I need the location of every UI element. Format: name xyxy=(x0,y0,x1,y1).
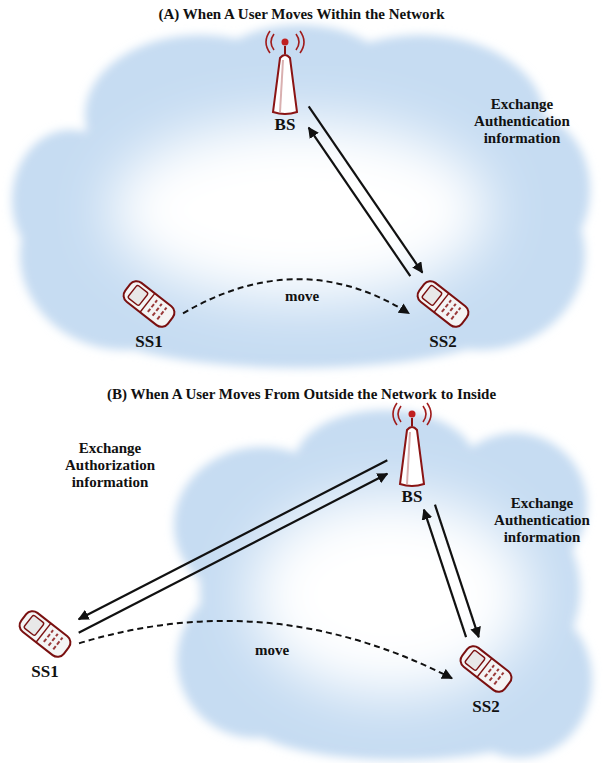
panel-title: (A) When A User Moves Within the Network xyxy=(0,6,603,23)
exchange-arrow xyxy=(309,106,423,272)
station-label: SS1 xyxy=(118,333,180,352)
station-label: BS xyxy=(390,488,434,507)
subscriber-station: SS2 xyxy=(455,640,517,717)
station-label: SS2 xyxy=(455,698,517,717)
network-cloud-a xyxy=(12,25,590,368)
subscriber-station: SS2 xyxy=(412,275,474,352)
panel-title: (B) When A User Moves From Outside the N… xyxy=(0,386,603,403)
base-station-icon xyxy=(390,402,434,488)
station-label: SS1 xyxy=(14,663,76,682)
base-station-icon xyxy=(263,30,307,116)
phone-icon xyxy=(412,275,474,333)
exchange-arrow xyxy=(309,128,411,277)
move-arrow xyxy=(183,279,409,313)
exchange-arrow xyxy=(435,505,479,637)
edge-label: Exchange Authentication information xyxy=(488,495,596,545)
move-arrow xyxy=(79,621,452,678)
station-label: BS xyxy=(263,116,307,135)
subscriber-station: SS1 xyxy=(14,605,76,682)
cloud-highlight xyxy=(110,120,490,300)
phone-icon xyxy=(118,275,180,333)
phone-icon xyxy=(455,640,517,698)
edge-label: move xyxy=(232,642,312,659)
cloud-highlight xyxy=(250,495,530,695)
exchange-arrow xyxy=(424,510,466,638)
phone-icon xyxy=(14,605,76,663)
exchange-arrow xyxy=(79,474,388,633)
subscriber-station: SS1 xyxy=(118,275,180,352)
base-station: BS xyxy=(390,402,434,507)
edge-label: move xyxy=(262,288,342,305)
base-station: BS xyxy=(263,30,307,135)
edge-label: Exchange Authentication information xyxy=(466,96,578,146)
edge-label: Exchange Authorization information xyxy=(52,440,168,490)
station-label: SS2 xyxy=(412,333,474,352)
